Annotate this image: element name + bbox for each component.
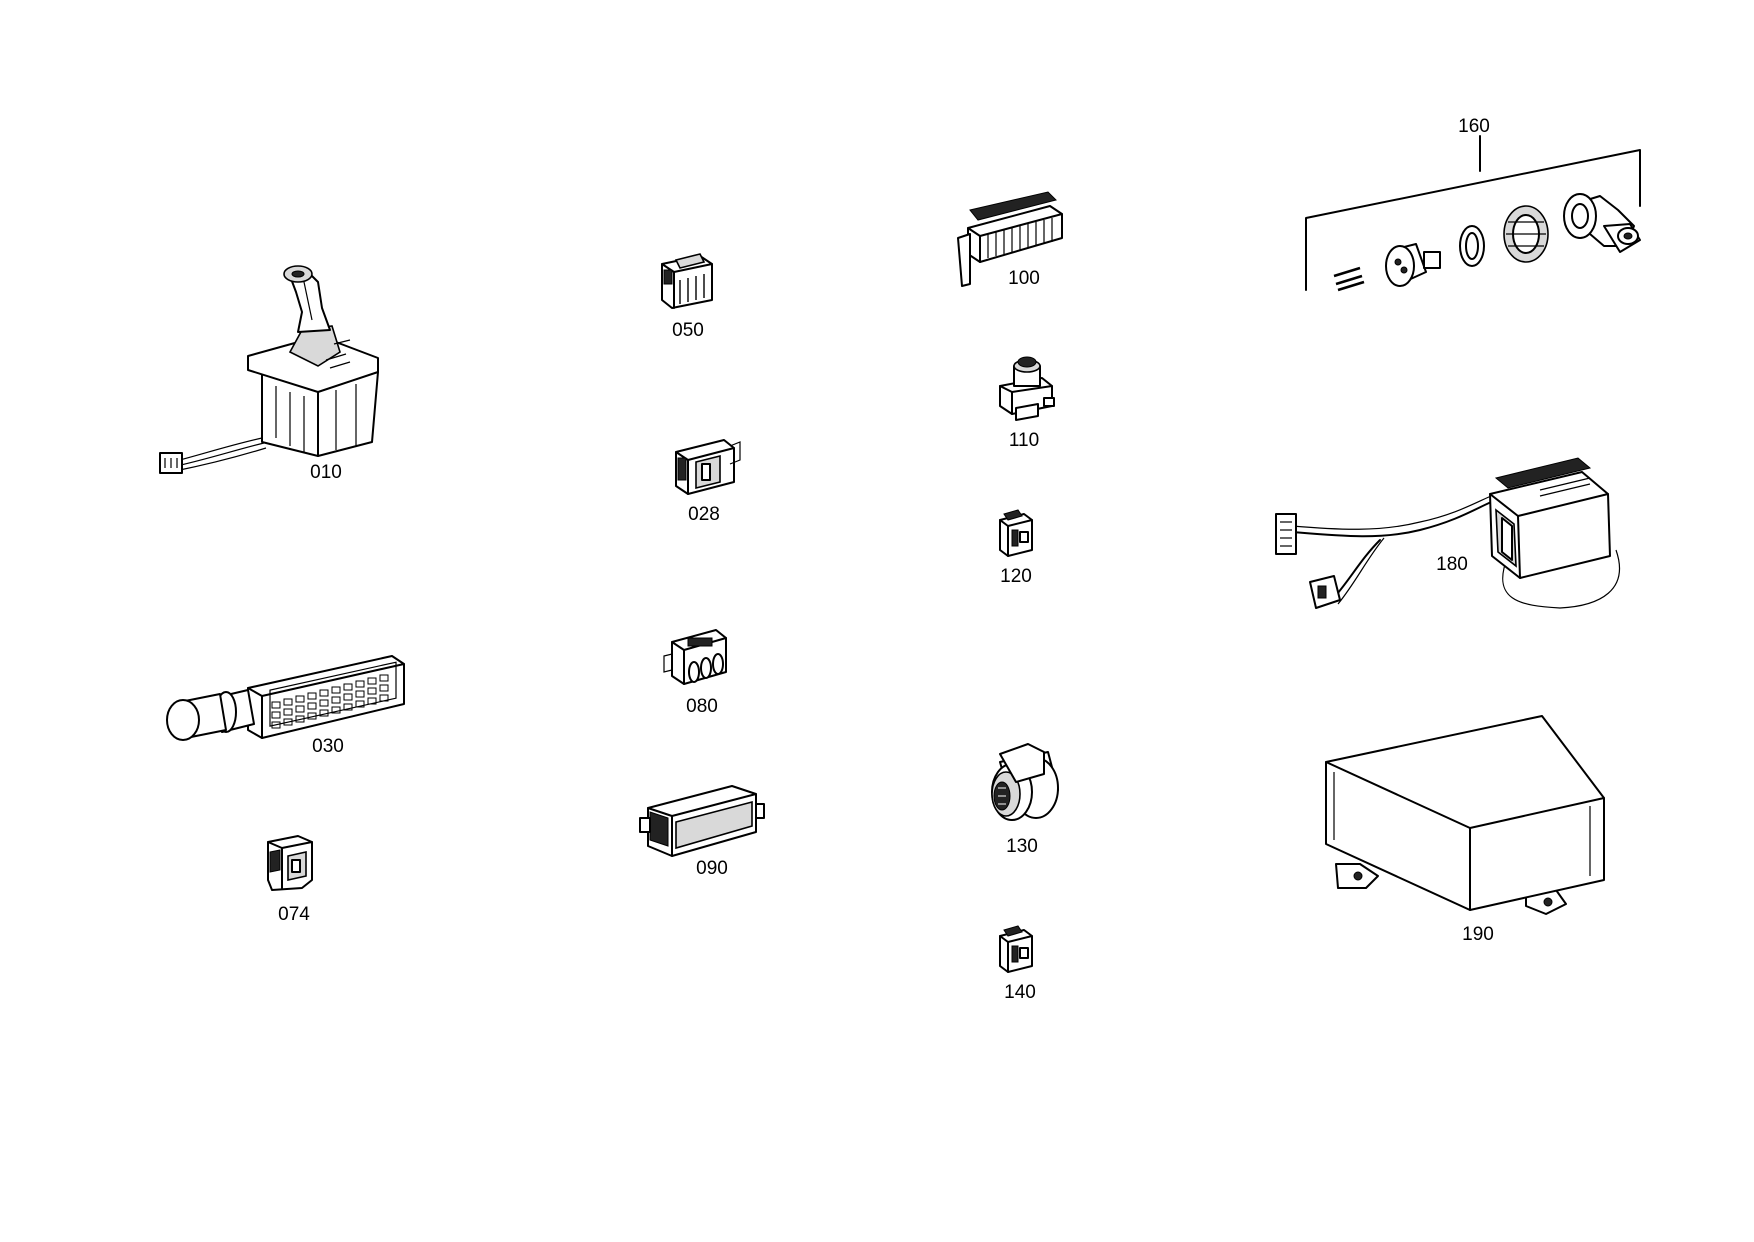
part-130-round-connector-icon	[991, 743, 1059, 821]
part-080-connector-housing-icon	[663, 629, 727, 685]
label-074: 074	[278, 904, 310, 925]
label-140: 140	[1004, 982, 1036, 1003]
part-labels: 010 050 028 080 090 030 074 100 110 120 …	[278, 116, 1494, 1003]
part-010-joystick-shift-lever-icon	[159, 265, 379, 474]
label-100: 100	[1008, 268, 1040, 289]
label-120: 120	[1000, 566, 1032, 587]
part-074-connector-housing-icon	[267, 835, 313, 891]
part-190-control-unit-box-icon	[1325, 715, 1605, 915]
part-050-connector-housing-icon	[661, 253, 713, 309]
label-180: 180	[1436, 554, 1468, 575]
label-028: 028	[688, 504, 720, 525]
part-140-plug-connector-icon	[999, 925, 1033, 973]
part-110-switch-connector-icon	[999, 356, 1055, 421]
label-050: 050	[672, 320, 704, 341]
label-110: 110	[1009, 430, 1039, 451]
label-080: 080	[686, 696, 718, 717]
label-160: 160	[1458, 116, 1490, 137]
part-030-multi-pin-connector-icon	[166, 655, 405, 741]
label-190: 190	[1462, 924, 1494, 945]
part-160-plug-kit-exploded-icon	[1305, 135, 1641, 292]
label-030: 030	[312, 736, 344, 757]
label-010: 010	[310, 462, 342, 483]
label-090: 090	[696, 858, 728, 879]
part-120-plug-connector-icon	[999, 509, 1033, 557]
part-090-connector-strip-icon	[639, 785, 765, 857]
part-180-display-with-harness-icon	[1275, 457, 1621, 609]
label-130: 130	[1006, 836, 1038, 857]
part-100-connector-strip-icon	[957, 191, 1063, 287]
part-028-connector-housing-icon	[675, 439, 741, 495]
